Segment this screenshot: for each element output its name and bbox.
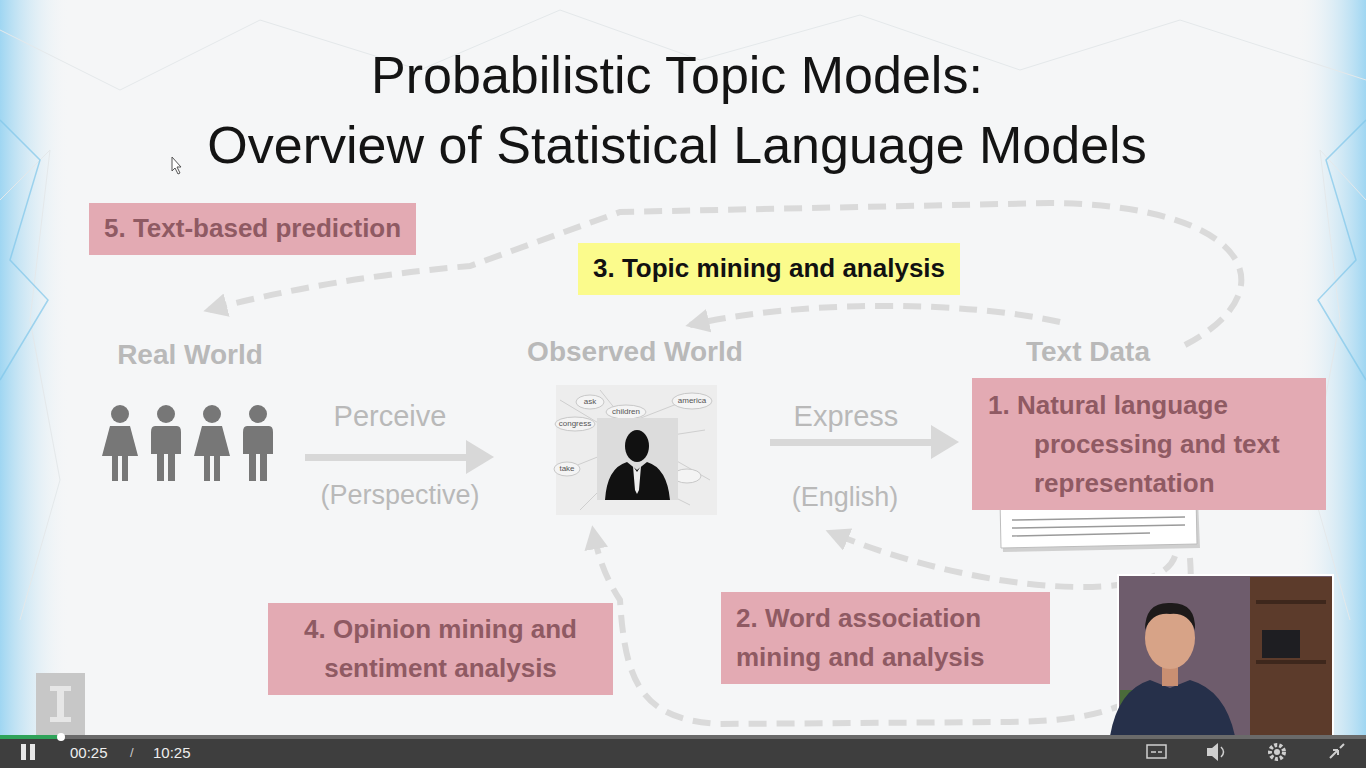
time-separator: / (130, 745, 134, 761)
time-total: 10:25 (153, 744, 191, 762)
arrow-note: (English) (792, 481, 899, 513)
mouse-cursor (172, 157, 181, 174)
word-bubble: take (559, 464, 574, 474)
video-player-bar (0, 733, 1366, 768)
arrow-note: (Perspective) (320, 479, 479, 511)
topic-arrow (690, 306, 1060, 325)
stage-name: Observed World (527, 335, 743, 369)
topic-box: 5. Text-based prediction (89, 203, 416, 255)
topic-box: 2. Word association mining and analysis (721, 592, 1050, 684)
stage-name: Text Data (1026, 335, 1150, 369)
arrow-label: Express (794, 399, 899, 434)
people-icon (102, 405, 273, 481)
observed-world-picture (554, 385, 717, 515)
title-spacer (997, 40, 1157, 110)
word-bubble: children (612, 407, 640, 417)
topic-box: 3. Topic mining and analysis (578, 243, 960, 295)
title-spacer (197, 40, 357, 110)
perceive-arrow (305, 440, 494, 474)
presenter-webcam (1110, 575, 1333, 736)
opinion-arrow (593, 530, 1191, 724)
title-text: Probabilistic Topic Models: Overview of … (207, 46, 1146, 174)
word-bubble: ask (584, 397, 596, 407)
topic-box: 4. Opinion mining and sentiment analysis (268, 603, 613, 695)
topic-box: 1. Natural language processing and text … (972, 378, 1326, 510)
university-logo (36, 673, 85, 735)
stage-name: Real World (117, 338, 263, 372)
box-text: 4. Opinion mining and sentiment analysis (283, 610, 598, 688)
box-text: 5. Text-based prediction (104, 209, 401, 248)
box-text: 1. Natural language processing and text … (1034, 386, 1314, 503)
box-text: 3. Topic mining and analysis (593, 249, 945, 288)
box-text: 2. Word association mining and analysis (736, 599, 1035, 677)
time-current: 00:25 (70, 744, 108, 762)
word-bubble: america (678, 396, 706, 406)
arrow-label: Perceive (334, 399, 447, 434)
slide-title: Probabilistic Topic Models: Overview of … (197, 40, 1157, 180)
word-bubble: congress (559, 419, 591, 429)
